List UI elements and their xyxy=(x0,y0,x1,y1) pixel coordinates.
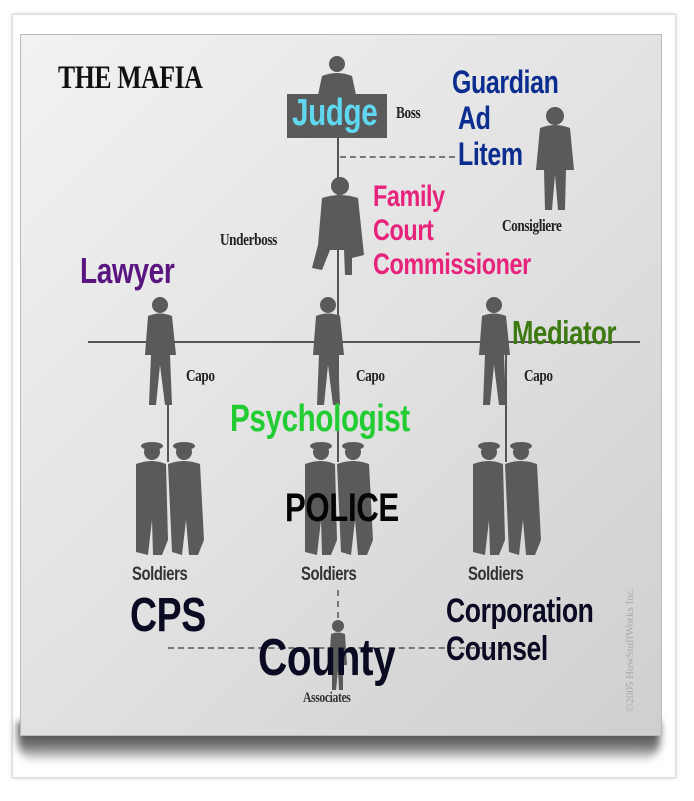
lawyer-label: Lawyer xyxy=(80,250,175,291)
capo-right-connector xyxy=(505,342,507,462)
capo-figure-icon xyxy=(479,297,510,405)
family-court-label-line2: Court xyxy=(373,214,434,247)
soldiers-figure-icon xyxy=(136,442,204,555)
consigliere-connector xyxy=(340,156,455,158)
consigliere-label: Consigliere xyxy=(502,216,562,235)
capo-connector xyxy=(88,341,640,343)
boss-figure-icon xyxy=(287,56,387,138)
boss-label: Boss xyxy=(396,103,421,122)
capo-label-center: Capo xyxy=(356,366,385,385)
county-label: County xyxy=(258,629,396,687)
capo-figure-icon xyxy=(145,297,176,405)
soldiers-figure-icon xyxy=(305,442,373,555)
police-label: POLICE xyxy=(285,486,399,530)
chart-title: THE MAFIA xyxy=(58,60,203,96)
judge-label: Judge xyxy=(292,92,378,134)
capo-figure-icon xyxy=(313,297,344,405)
guardian-label-line1: Guardian xyxy=(452,64,559,100)
associates-vertical-connector xyxy=(337,590,339,640)
associate-figure-icon xyxy=(329,620,347,690)
soldiers-label-right: Soldiers xyxy=(468,564,524,585)
family-court-label-line1: Family xyxy=(373,180,445,213)
psychologist-label: Psychologist xyxy=(230,398,410,440)
soldiers-figure-icon xyxy=(473,442,541,555)
associates-label: Associates xyxy=(303,690,351,706)
guardian-label-line3: Litem xyxy=(458,136,523,172)
consigliere-figure-icon xyxy=(536,107,574,210)
soldiers-label-center: Soldiers xyxy=(301,564,357,585)
cps-label: CPS xyxy=(130,589,206,642)
soldiers-label-left: Soldiers xyxy=(132,564,188,585)
corporation-label-line2: Counsel xyxy=(446,630,548,668)
capo-label-left: Capo xyxy=(186,366,215,385)
copyright-text: ©2005 HowStuffWorks Inc. xyxy=(624,587,636,712)
guardian-label-line2: Ad xyxy=(458,100,491,136)
underboss-figure-icon xyxy=(312,177,364,275)
mediator-label: Mediator xyxy=(512,314,617,351)
family-court-label-line3: Commissioner xyxy=(373,248,531,281)
underboss-label: Underboss xyxy=(220,230,277,249)
capo-label-right: Capo xyxy=(524,366,553,385)
corporation-label-line1: Corporation xyxy=(446,592,594,630)
